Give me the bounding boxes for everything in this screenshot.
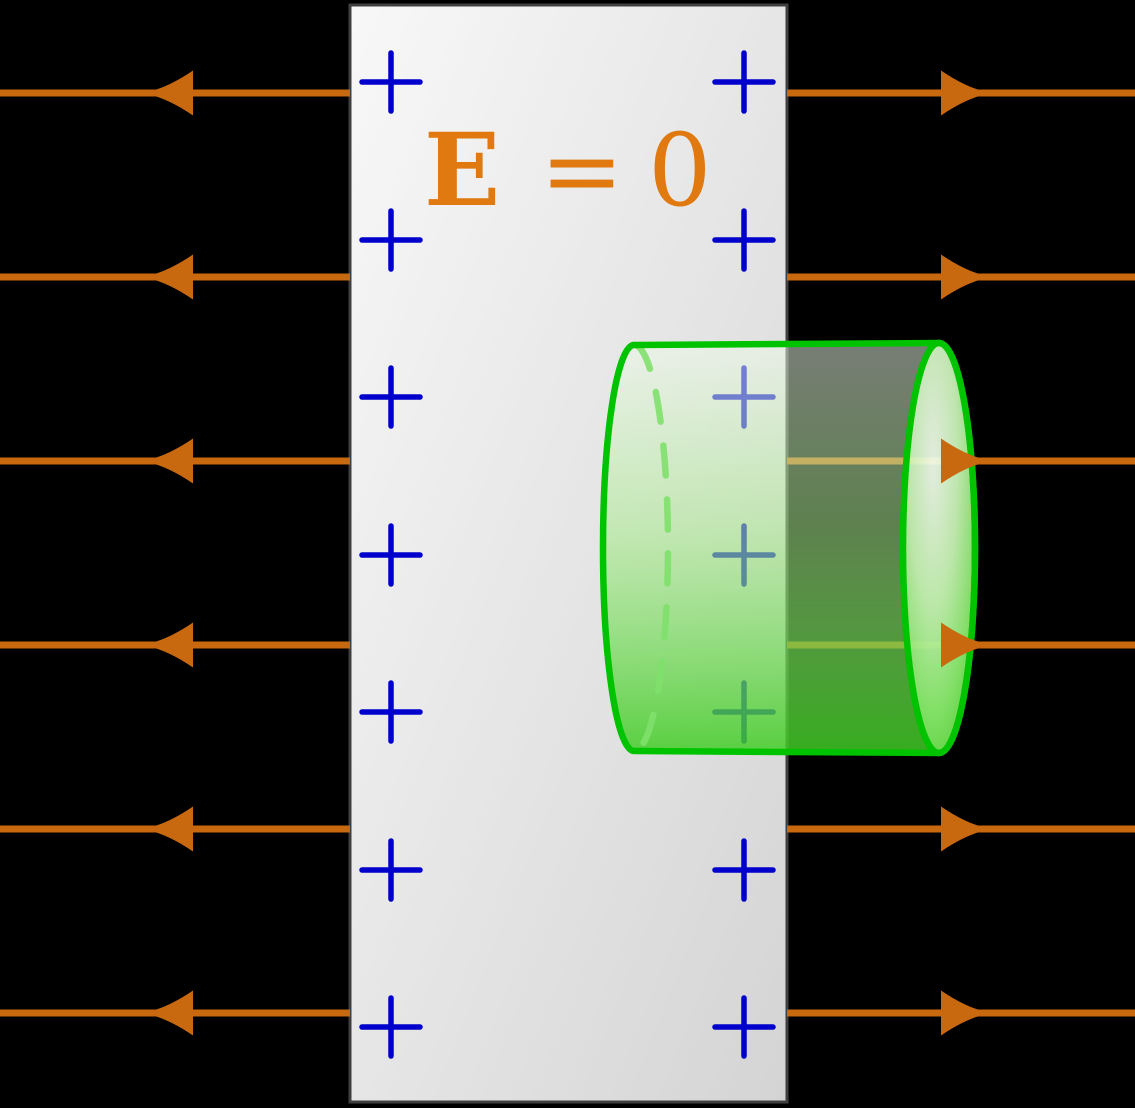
plus-sign	[359, 50, 423, 114]
field-arrowhead-right	[941, 622, 985, 668]
field-arrowhead-left	[149, 438, 193, 484]
plus-sign	[359, 995, 423, 1059]
plus-sign	[359, 838, 423, 902]
field-arrowhead-left	[149, 70, 193, 116]
zero-value: 0	[648, 112, 712, 229]
field-arrowhead-right	[941, 990, 985, 1036]
cylinder-body	[603, 343, 975, 753]
field-arrowhead-left	[149, 806, 193, 852]
field-arrowhead-left	[149, 990, 193, 1036]
e-symbol: E	[424, 111, 500, 229]
plus-sign	[359, 208, 423, 272]
cylinder-outline	[599, 339, 979, 757]
gaussian-cylinder-layer	[599, 339, 979, 757]
field-arrowhead-left	[149, 622, 193, 668]
plus-sign	[359, 680, 423, 744]
plus-sign	[712, 50, 776, 114]
e-field-label: E = 0	[424, 111, 712, 229]
plus-sign	[712, 208, 776, 272]
field-arrowhead-right	[941, 70, 985, 116]
arrowheads-overlay-layer	[941, 438, 985, 668]
plus-sign	[359, 365, 423, 429]
plus-sign	[712, 995, 776, 1059]
field-arrowhead-right	[941, 254, 985, 300]
field-arrowhead-right	[941, 806, 985, 852]
field-arrowhead-left	[149, 254, 193, 300]
plus-sign	[359, 523, 423, 587]
equals-sign: =	[540, 112, 624, 229]
plus-sign	[712, 838, 776, 902]
field-arrowhead-right	[941, 438, 985, 484]
cylinder-hidden-edge-dashed	[630, 341, 672, 755]
